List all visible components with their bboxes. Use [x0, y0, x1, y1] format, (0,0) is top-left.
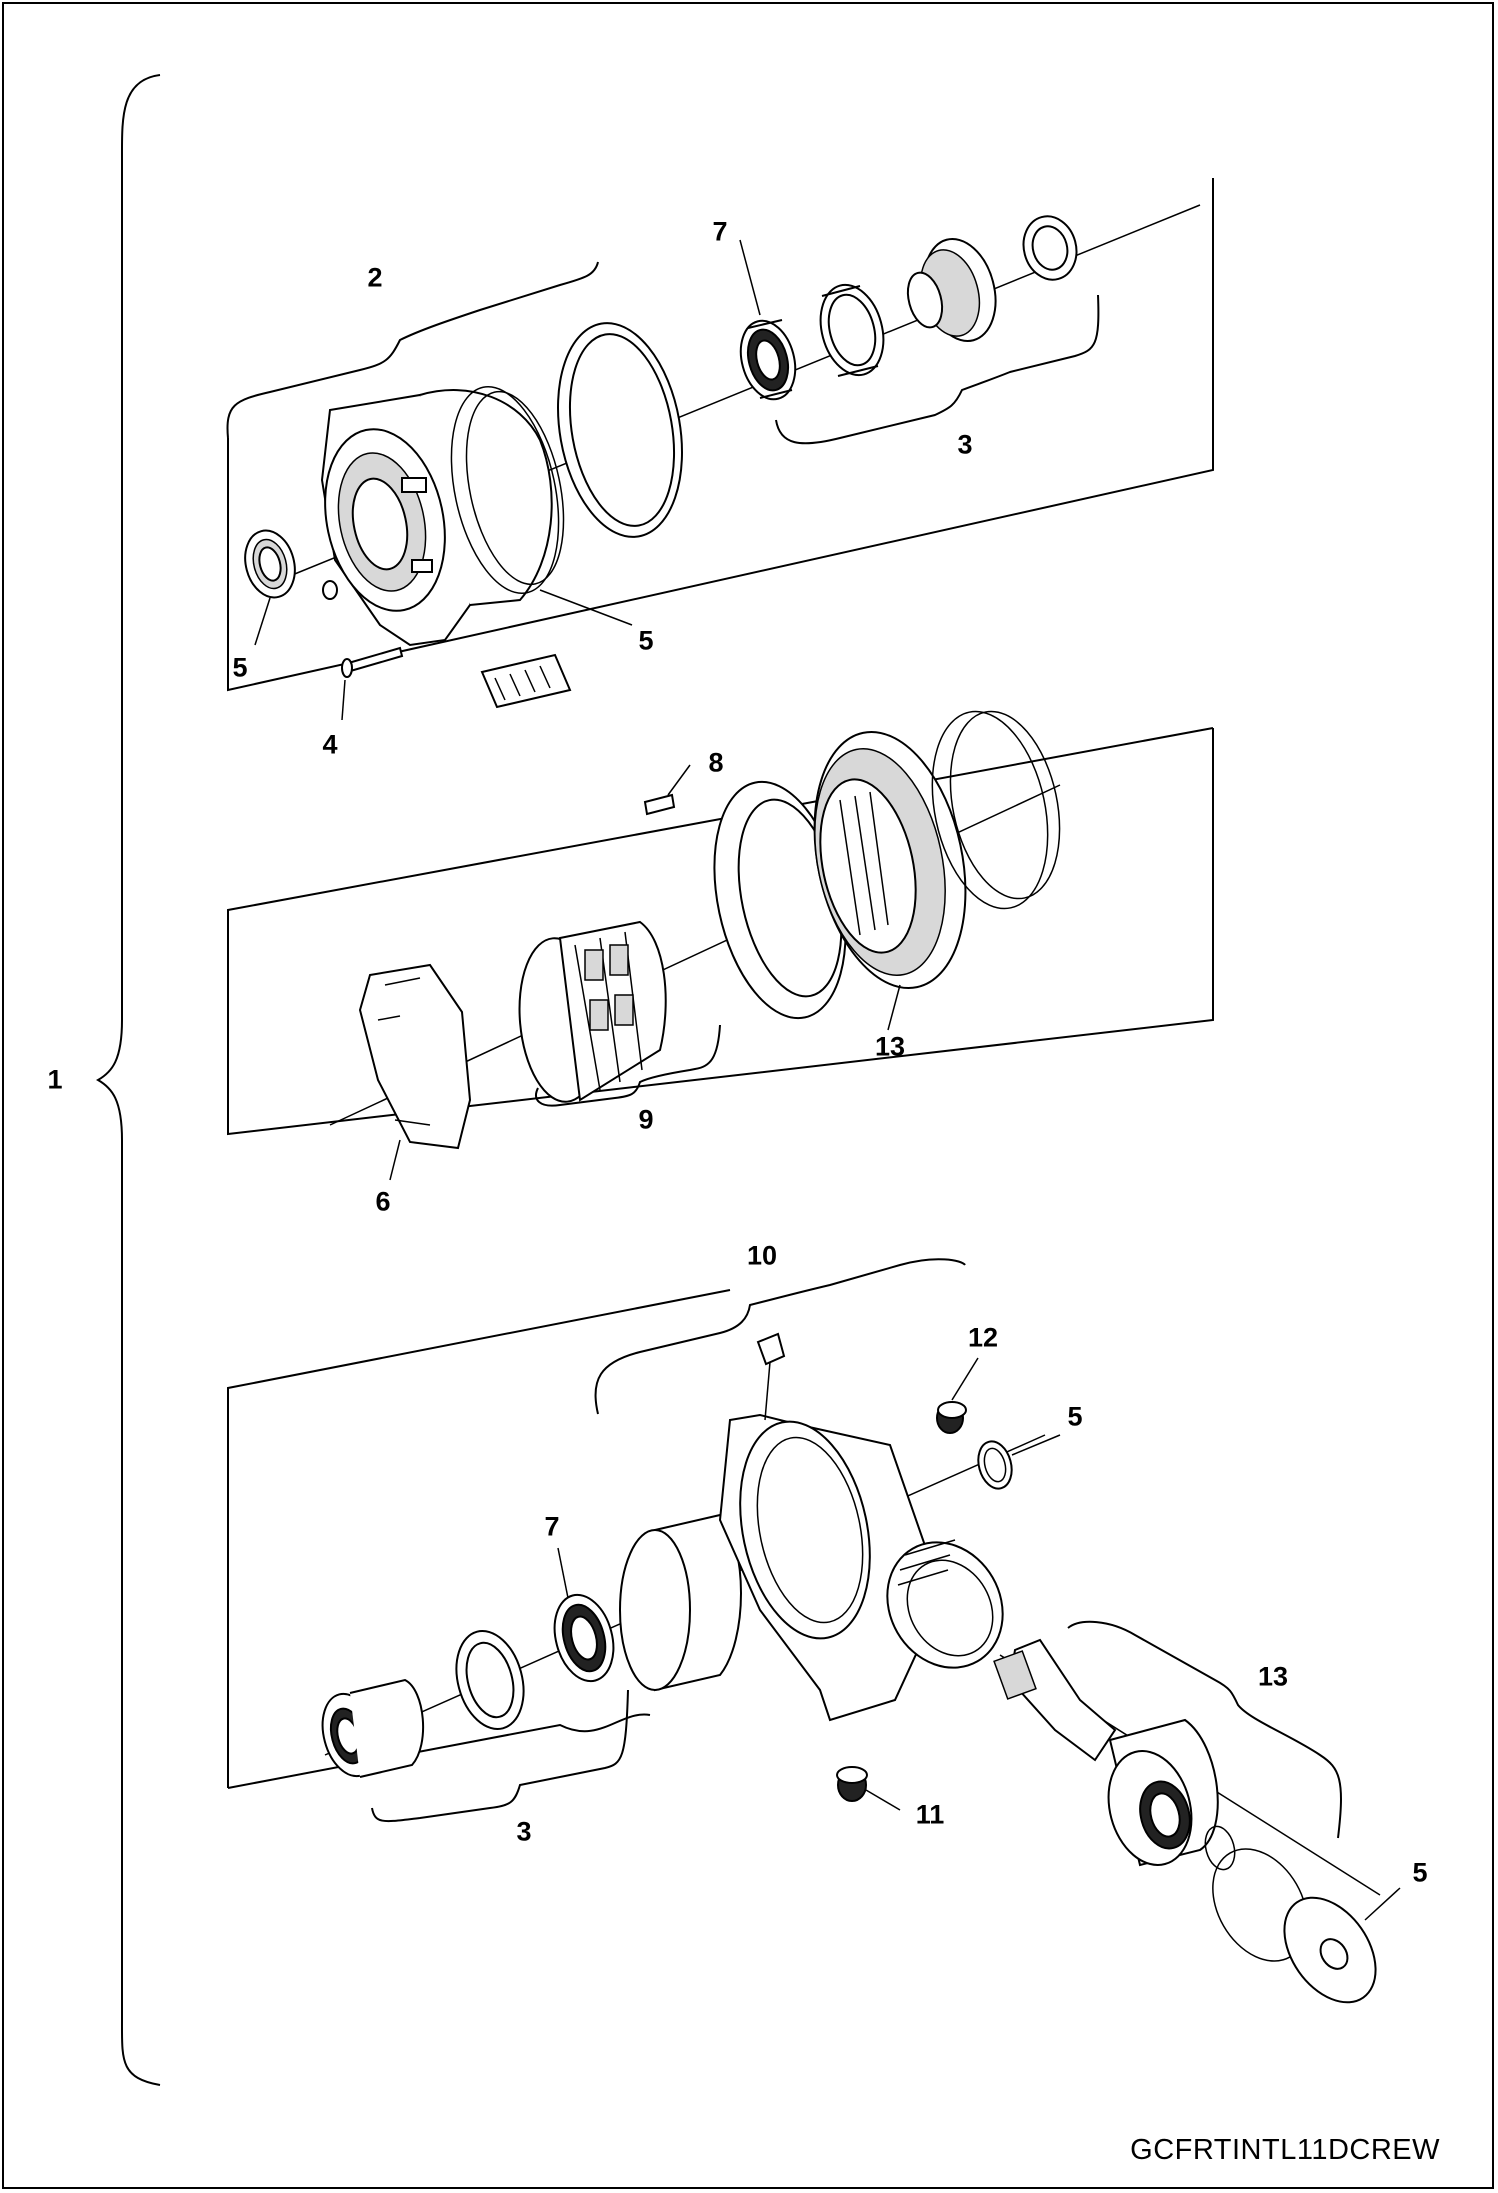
roller-cage-part [518, 920, 667, 1103]
seal-right-housing-part [977, 1440, 1013, 1490]
roller-cage-group-brace [535, 1024, 721, 1107]
bearing-cup-top-part [819, 283, 885, 377]
callout-plate: 6 [375, 1186, 391, 1217]
connector-part [480, 653, 572, 709]
callout-assembly: 1 [47, 1064, 63, 1095]
assembly-brace [95, 74, 161, 2086]
sleeve-part [619, 1513, 742, 1692]
seal-ring-part [557, 322, 683, 538]
pin-part [643, 793, 676, 816]
small-snap-ring-part [1204, 1825, 1236, 1871]
breather-fitting-part [756, 1332, 786, 1421]
callout-cover-group: 2 [367, 262, 383, 293]
callout-bearing-bottom: 7 [544, 1511, 560, 1542]
callout-seal-ring: 5 [638, 625, 654, 656]
seal-left-part [244, 529, 296, 599]
callout-seal-right-housing: 5 [1067, 1401, 1083, 1432]
bearing-cup-bottom-part [455, 1629, 525, 1731]
bearing-top-part [739, 319, 797, 401]
shaft-part [993, 1638, 1117, 1762]
snap-rings-mid-part [931, 710, 1061, 910]
ring-gear-assembly-part [713, 730, 967, 1020]
pinion-gear-top-part [906, 238, 997, 342]
seal-washer-part [1283, 1896, 1377, 2004]
callout-ring-gear-assembly: 13 [874, 1031, 906, 1062]
plug-top-part [936, 1401, 967, 1434]
leader-lines [254, 239, 1401, 1921]
callout-housing-group: 10 [746, 1240, 778, 1271]
bearing-race-top-part [1022, 215, 1078, 281]
cover-housing-part [320, 386, 565, 647]
callout-seal-left: 5 [232, 652, 248, 683]
cover-group-brace [226, 261, 599, 439]
small-washer-part [322, 580, 338, 600]
callout-bearing-top: 7 [712, 216, 728, 247]
callout-roller-cage-group: 9 [638, 1104, 654, 1135]
screw-part [341, 646, 404, 678]
callout-shaft-group: 13 [1257, 1661, 1289, 1692]
plate-part [358, 963, 472, 1150]
bearing-group-bottom-brace [371, 1689, 629, 1823]
middle-panel-outline [227, 727, 1214, 1136]
plug-bottom-part [836, 1766, 868, 1802]
drawing-code: GCFRTINTL11DCREW [1130, 2134, 1440, 2166]
housing-part [718, 1413, 1004, 1722]
callout-seal-washer: 5 [1412, 1857, 1428, 1888]
shaft-group-brace [1067, 1620, 1342, 1839]
bearing-big-bottom-part [1107, 1718, 1219, 1867]
callout-plug-top: 12 [967, 1322, 999, 1353]
housing-group-brace [594, 1258, 966, 1415]
callout-plug-bottom: 11 [915, 1799, 945, 1830]
bearing-group-top-brace [775, 294, 1100, 445]
bearing-bottom-part [553, 1593, 615, 1683]
callout-pin: 8 [708, 747, 724, 778]
pinion-gear-bottom-part [321, 1678, 425, 1778]
callout-bearing-group-top: 3 [957, 429, 973, 460]
bottom-panel-outline [227, 1289, 731, 1788]
callout-screw: 4 [322, 729, 338, 760]
top-panel-outline [227, 178, 1214, 692]
callout-bearing-group-bottom: 3 [516, 1816, 532, 1847]
